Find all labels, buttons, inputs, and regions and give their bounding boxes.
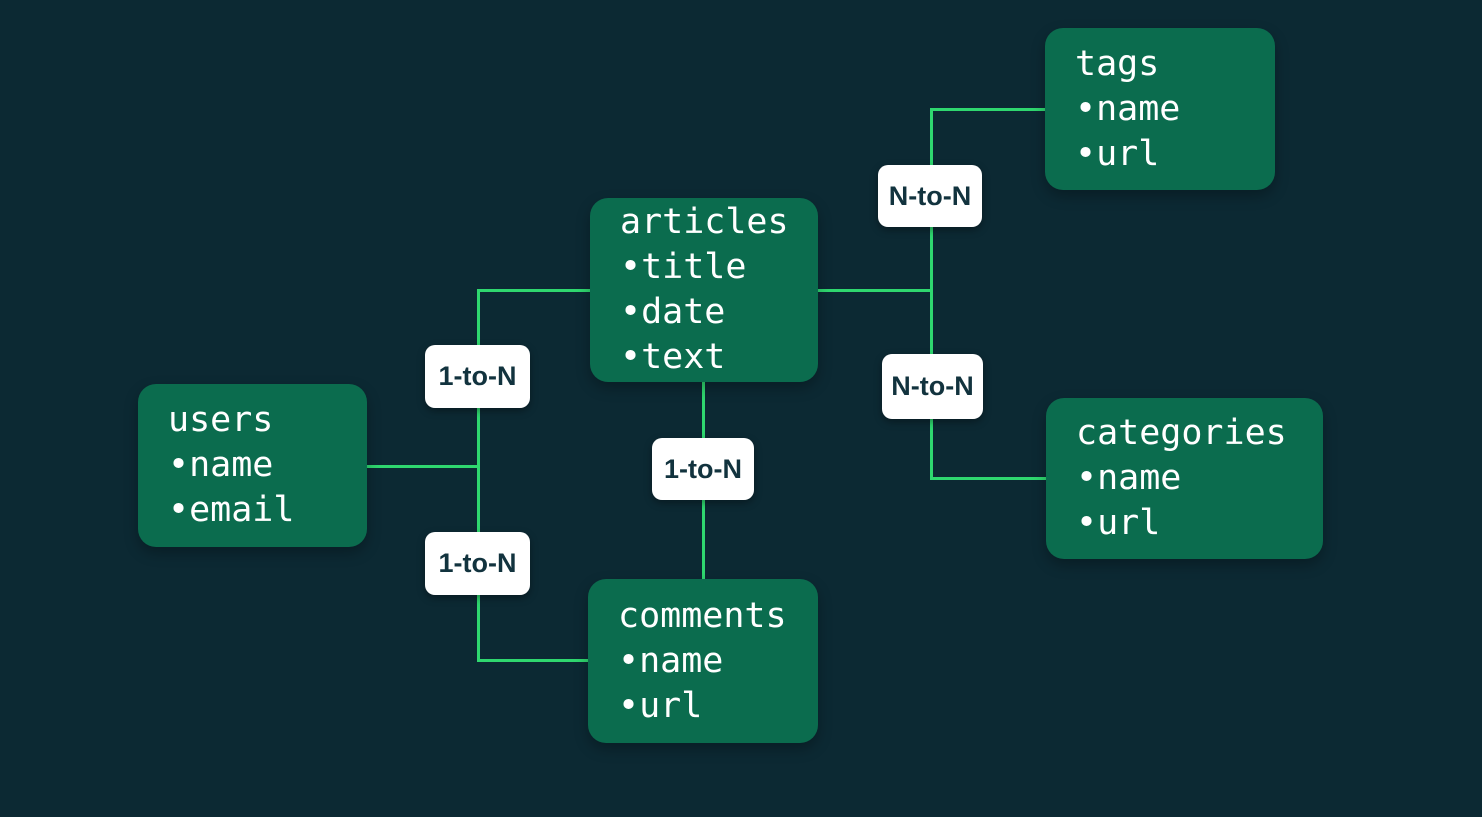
- bullet-icon: •: [168, 490, 190, 530]
- bullet-icon: •: [620, 247, 642, 287]
- entity-field-label: name: [189, 445, 274, 485]
- bullet-icon: •: [620, 292, 642, 332]
- entity-field-label: url: [639, 685, 703, 726]
- entity-field-label: text: [641, 337, 726, 377]
- entity-field-label: name: [639, 640, 724, 681]
- connector-segment-right-middle: [818, 289, 931, 292]
- entity-title: articles: [620, 202, 789, 242]
- entity-field-label: date: [641, 292, 726, 332]
- connector-segment-left-bottom: [478, 659, 591, 662]
- rel-label-articles-categories: N-to-N: [882, 354, 983, 419]
- bullet-icon: •: [168, 445, 190, 485]
- rel-label-users-comments: 1-to-N: [425, 532, 530, 595]
- bullet-icon: •: [618, 640, 640, 681]
- entity-title: categories: [1076, 413, 1287, 453]
- connector-segment-right-bottom: [931, 477, 1047, 480]
- entity-field: •email: [168, 488, 367, 533]
- connector-segment-right-vertical: [930, 108, 933, 480]
- entity-field: •date: [620, 290, 818, 335]
- rel-label-users-articles: 1-to-N: [425, 345, 530, 408]
- connector-segment-left-vertical: [477, 289, 480, 662]
- bullet-icon: •: [1076, 503, 1098, 543]
- entity-title: comments: [618, 595, 787, 636]
- bullet-icon: •: [1075, 133, 1097, 174]
- entity-tags: tags •name •url: [1045, 28, 1275, 190]
- entity-field-label: name: [1096, 88, 1181, 129]
- entity-comments: comments •name •url: [588, 579, 818, 743]
- entity-field: •title: [620, 245, 818, 290]
- entity-title: tags: [1075, 43, 1160, 84]
- entity-field: •name: [1076, 456, 1323, 501]
- entity-field-label: email: [189, 490, 295, 530]
- entity-field-label: name: [1097, 458, 1182, 498]
- entity-field: •text: [620, 335, 818, 380]
- rel-label-articles-tags: N-to-N: [878, 165, 982, 227]
- entity-field: •name: [1075, 87, 1275, 132]
- entity-users: users •name •email: [138, 384, 367, 547]
- entity-field-label: url: [1097, 503, 1161, 543]
- entity-field: •name: [618, 639, 818, 684]
- bullet-icon: •: [1075, 88, 1097, 129]
- entity-field: •name: [168, 443, 367, 488]
- entity-field-label: title: [641, 247, 747, 287]
- bullet-icon: •: [618, 685, 640, 726]
- entity-field: •url: [618, 684, 818, 729]
- entity-field-label: url: [1096, 133, 1160, 174]
- rel-label-articles-comments: 1-to-N: [652, 438, 754, 500]
- connector-segment-left-middle: [366, 465, 479, 468]
- entity-field: •url: [1076, 501, 1323, 546]
- connector-segment-left-top: [478, 289, 591, 292]
- entity-articles: articles •title •date •text: [590, 198, 818, 382]
- entity-field: •url: [1075, 132, 1275, 177]
- entity-categories: categories •name •url: [1046, 398, 1323, 559]
- bullet-icon: •: [1076, 458, 1098, 498]
- connector-segment-right-top: [931, 108, 1046, 111]
- bullet-icon: •: [620, 337, 642, 377]
- entity-title: users: [168, 400, 274, 440]
